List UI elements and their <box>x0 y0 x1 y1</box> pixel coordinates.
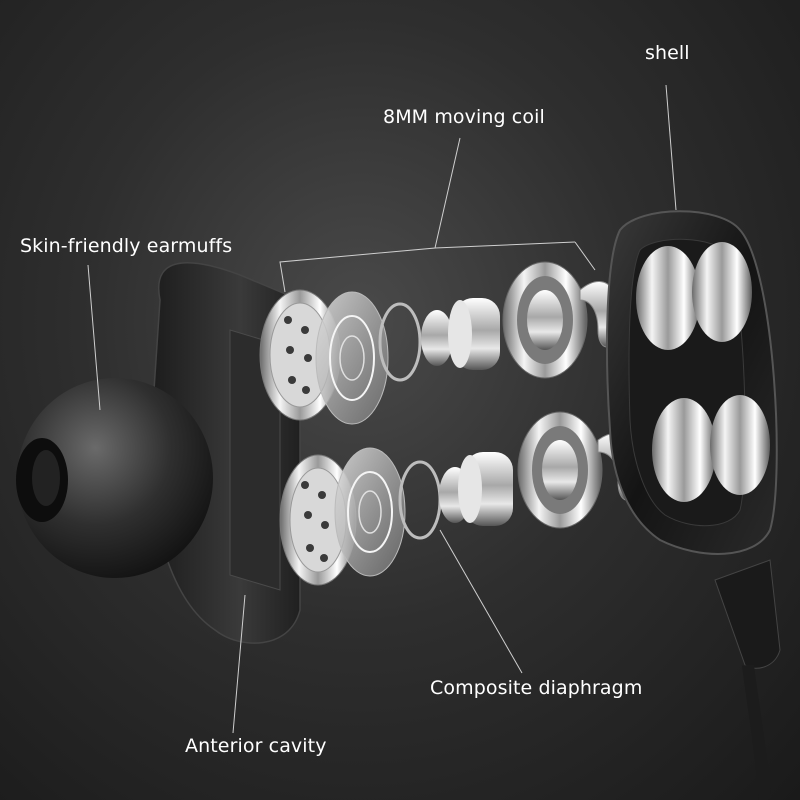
leader-diaphragm <box>439 529 523 674</box>
lower-driver-stack <box>279 411 641 586</box>
label-shell: shell <box>645 42 690 64</box>
upper-driver-stack <box>259 261 621 425</box>
leader-earmuffs <box>87 264 101 411</box>
leader-moving-coil-right <box>434 241 576 249</box>
leader-moving-coil <box>279 137 461 293</box>
label-anterior-cavity: Anterior cavity <box>185 735 327 757</box>
label-composite-diaphragm: Composite diaphragm <box>430 677 643 699</box>
label-earmuffs: Skin-friendly earmuffs <box>20 235 233 257</box>
leader-lines <box>87 84 677 734</box>
earphone-shell <box>606 210 781 800</box>
leader-anterior-cavity <box>232 594 246 734</box>
leader-coil-right-drop <box>574 241 596 271</box>
label-moving-coil: 8MM moving coil <box>383 106 545 128</box>
leader-shell <box>665 84 677 211</box>
ear-tip <box>16 378 213 578</box>
